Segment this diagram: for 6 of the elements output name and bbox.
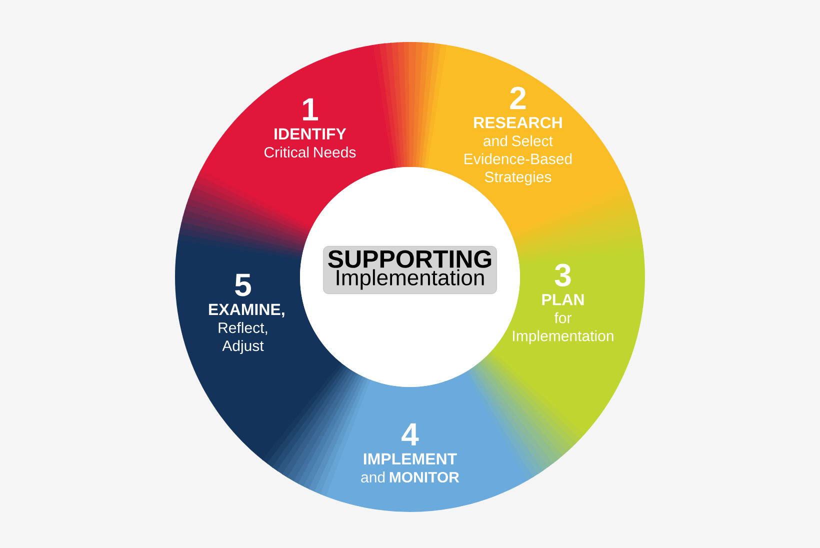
segment-label: 1 IDENTIFY Critical Needs bbox=[264, 98, 356, 158]
segment-label: 5 EXAMINE, Reflect, Adjust bbox=[209, 274, 284, 354]
segment-label: 2 RESEARCH and Select Evidence-Based Strategies bbox=[464, 86, 572, 186]
segment-label: 3 PLAN for Implementation bbox=[513, 264, 614, 344]
segment-label: 4 IMPLEMENT and MONITOR bbox=[361, 423, 460, 483]
title-box: SUPPORTING Implementation bbox=[323, 246, 497, 294]
